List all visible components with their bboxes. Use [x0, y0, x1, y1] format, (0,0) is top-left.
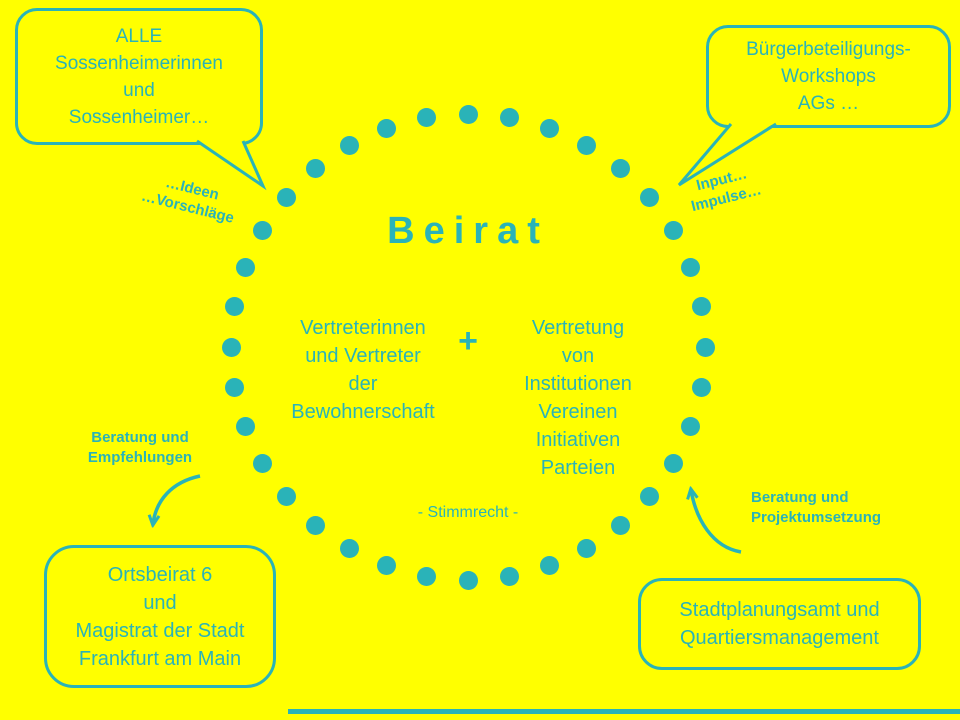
circle-dot: [377, 118, 397, 138]
circle-dot: [417, 566, 437, 586]
circle-dot: [681, 417, 701, 437]
circle-dot: [340, 539, 359, 559]
circle-dot: [340, 135, 359, 155]
box-ortsbeirat-text: Ortsbeirat 6 und Magistrat der Stadt Fra…: [75, 563, 245, 670]
circle-dot: [225, 297, 245, 317]
circle-dot: [539, 118, 559, 138]
circle-dot: [539, 556, 559, 576]
circle-dot: [691, 377, 711, 397]
speech-bubble-workshops-text: Bürgerbeteiligungs- Workshops AGs …: [746, 39, 911, 114]
box-stadtplanungsamt: Stadtplanungsamt und Quartiersmanagement: [638, 578, 921, 670]
diagram-title: Beirat: [387, 210, 549, 252]
circle-dot: [276, 187, 296, 207]
speech-bubble-workshops: Bürgerbeteiligungs- Workshops AGs …: [706, 25, 951, 128]
circle-dot: [235, 417, 255, 437]
speech-bubble-residents: ALLE Sossenheimerinnen und Sossenheimer…: [15, 8, 263, 145]
circle-dot: [610, 159, 630, 178]
label-beratung-projektumsetzung: Beratung und Projektumsetzung: [751, 489, 882, 526]
circle-dot: [499, 566, 519, 586]
circle-dot: [663, 221, 683, 240]
members-residents-text: Vertreterinnen und Vertreter der Bewohne…: [291, 317, 435, 423]
circle-dot: [276, 487, 296, 507]
circle-dot: [225, 377, 245, 397]
circle-dot: [640, 187, 660, 207]
speech-bubble-residents-text: ALLE Sossenheimerinnen und Sossenheimer…: [55, 25, 223, 128]
plus-sign: +: [458, 322, 478, 360]
circle-dot: [417, 108, 437, 128]
circle-dot: [377, 556, 397, 576]
voting-right-note: - Stimmrecht -: [417, 504, 519, 521]
circle-dot: [458, 570, 478, 590]
bottom-divider: [288, 709, 960, 714]
members-institutions-text: Vertretung von Institutionen Vereinen In…: [524, 317, 632, 479]
circle-dot: [695, 337, 715, 357]
circle-dot: [306, 515, 326, 535]
box-ortsbeirat: Ortsbeirat 6 und Magistrat der Stadt Fra…: [44, 545, 276, 688]
circle-dot: [253, 221, 273, 240]
circle-dot: [577, 539, 596, 559]
circle-dot: [253, 454, 273, 473]
circle-dot: [235, 257, 255, 277]
circle-dot: [306, 159, 326, 178]
circle-dot: [681, 257, 701, 277]
label-beratung-empfehlungen: Beratung und Empfehlungen: [87, 429, 193, 466]
box-stadtplanungsamt-text: Stadtplanungsamt und Quartiersmanagement: [679, 599, 880, 649]
circle-dot: [499, 108, 519, 128]
circle-dot: [610, 515, 630, 535]
circle-dot: [577, 135, 596, 155]
circle-dot: [691, 297, 711, 317]
circle-dot: [221, 337, 241, 357]
circle-dot: [458, 104, 478, 124]
circle-dot: [663, 454, 683, 473]
circle-dot: [640, 487, 660, 507]
